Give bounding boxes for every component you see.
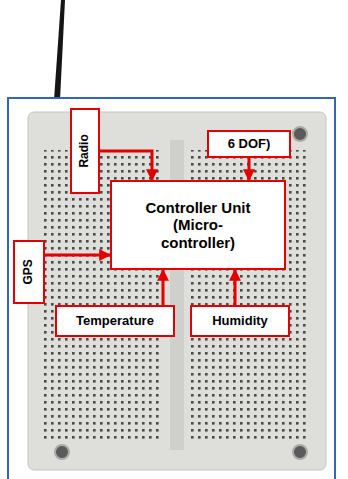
screw-hole bbox=[55, 445, 69, 459]
node-label: Humidity bbox=[212, 314, 268, 329]
connector-arrow bbox=[248, 158, 251, 180]
node-label: Controller Unit (Micro- controller) bbox=[137, 199, 259, 251]
connector-arrow bbox=[234, 270, 237, 305]
node-label: Radio bbox=[78, 134, 92, 167]
frame bbox=[8, 98, 335, 479]
sensor-box: 6 DOF) bbox=[207, 130, 291, 158]
screw-hole bbox=[293, 127, 307, 141]
antenna bbox=[54, 0, 65, 100]
connector-arrow bbox=[162, 270, 165, 305]
controller-box: Controller Unit (Micro- controller) bbox=[110, 180, 286, 270]
connector-arrow bbox=[45, 254, 110, 257]
node-label: GPS bbox=[22, 259, 36, 284]
node-label: 6 DOF) bbox=[228, 137, 271, 152]
sensor-box: Temperature bbox=[55, 305, 175, 337]
screw-hole bbox=[293, 445, 307, 459]
node-label: Temperature bbox=[76, 314, 154, 329]
gps-box: GPS bbox=[13, 240, 45, 304]
sensor-box: Humidity bbox=[190, 305, 290, 337]
radio-box: Radio bbox=[70, 108, 100, 194]
connector-arrow bbox=[100, 151, 152, 180]
